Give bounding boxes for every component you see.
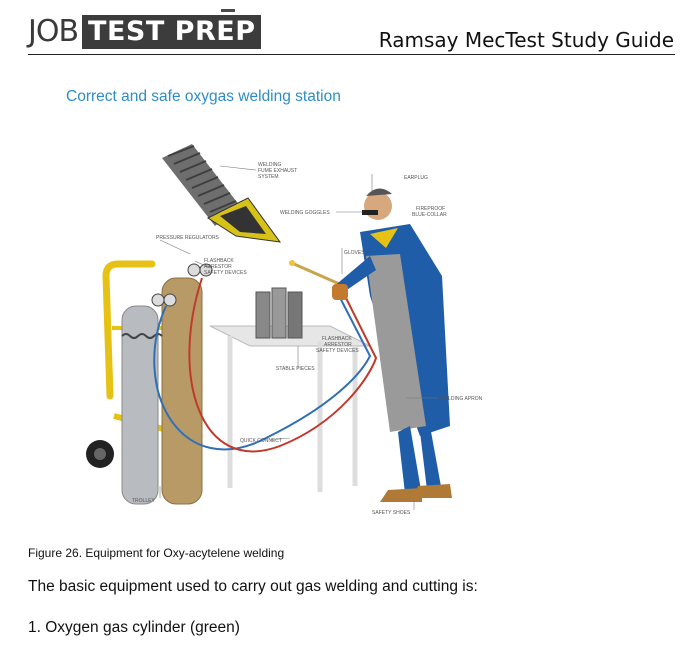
label-fume-exhaust-1: WELDING: [258, 162, 281, 168]
label-earplug: EARPLUG: [404, 175, 428, 181]
logo-accent-dash: [221, 9, 236, 12]
label-flashback-mid-1: FLASHBACK: [322, 336, 352, 342]
label-flashback-mid-2: ARRESTOR: [324, 342, 352, 348]
label-welding-goggles: WELDING GOGGLES: [280, 210, 330, 216]
header-rule: [28, 54, 675, 55]
label-stable-pieces: STABLE PIECES: [276, 366, 315, 372]
label-safety-shoes: SAFETY SHOES: [372, 510, 411, 516]
body-paragraph: The basic equipment used to carry out ga…: [28, 578, 478, 595]
logo-testprep-text: TEST PREP: [88, 16, 256, 47]
label-gloves: GLOVES: [344, 250, 365, 256]
label-fume-exhaust-3: SYSTEM: [258, 174, 279, 180]
logo-testprep-box: TEST PREP: [82, 9, 262, 49]
document-header-title: Ramsay MecTest Study Guide: [378, 28, 674, 52]
work-table: [209, 287, 371, 492]
figure-caption: Figure 26. Equipment for Oxy-acytelene w…: [28, 546, 285, 560]
label-flashback-mid-3: SAFETY DEVICES: [316, 348, 359, 354]
label-fireproof-1: FIREPROOF: [416, 206, 445, 212]
label-flashback-top-3: SAFETY DEVICES: [204, 270, 247, 276]
label-fireproof-2: BLUE-COLLAR: [412, 212, 447, 218]
label-quick-connect: QUICK CONNECT: [240, 438, 282, 444]
welding-station-illustration: WELDING FUME EXHAUST SYSTEM EARPLUG WELD…: [70, 136, 510, 522]
fume-exhaust-hose: [162, 144, 282, 243]
list-item: 1. Oxygen gas cylinder (green): [28, 619, 240, 636]
welding-torch: [289, 260, 345, 288]
label-pressure-regulators: PRESSURE REGULATORS: [156, 235, 220, 241]
label-flashback-top-1: FLASHBACK: [204, 258, 234, 264]
welder-figure: [332, 188, 452, 502]
welding-station-svg: WELDING FUME EXHAUST SYSTEM EARPLUG WELD…: [86, 144, 483, 516]
figure-heading: Correct and safe oxygas welding station: [66, 88, 341, 105]
label-fume-exhaust-2: FUME EXHAUST: [258, 168, 297, 174]
jobtestprep-logo: JOB TEST PREP: [28, 9, 262, 52]
label-trolley: TROLLEY: [132, 498, 155, 504]
gas-cylinders: [121, 263, 213, 505]
label-welding-apron: WELDING APRON: [440, 396, 483, 402]
callout-lines: [159, 165, 438, 510]
label-flashback-top-2: ARRESTOR: [204, 264, 232, 270]
gas-hoses: [153, 277, 378, 453]
logo-job-text: JOB: [28, 14, 79, 49]
